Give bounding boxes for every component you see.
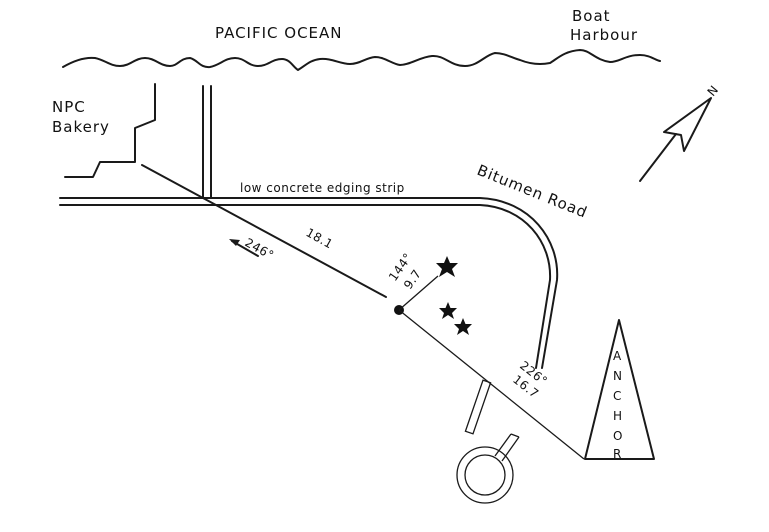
bearing-arrow [229,239,259,257]
svg-text:R: R [613,447,622,461]
svg-text:O: O [613,429,623,443]
survey-line-tree [398,275,439,311]
bakery-label-line2: Bakery [52,118,110,136]
anchor-marker [584,319,655,460]
survey-line-anchor [398,309,585,460]
tree-icon [454,318,472,335]
north-label: N [705,83,722,99]
svg-text:C: C [613,389,622,403]
coastline [62,49,661,71]
bench-icon [464,379,492,435]
bakery-label-line1: NPC [52,98,86,116]
bakery-outline [64,83,156,178]
tree-icon [436,256,458,277]
anchor-label: A N C H O R [613,349,623,461]
ring-icon [456,433,520,504]
survey-line-main [141,164,387,298]
ocean-label: PACIFIC OCEAN [215,24,343,42]
road-edge-inner [59,204,552,369]
road-edge-outer [59,197,559,369]
harbour-label-line2: Harbour [570,26,638,44]
tree-icon [439,302,457,319]
svg-text:N: N [613,369,622,383]
harbour-label-line1: Boat [572,7,611,25]
svg-text:H: H [613,409,623,423]
bearing-main-label: 246° [243,235,277,262]
distance-main-label: 18.1 [304,225,336,251]
north-arrow-icon: N [639,83,722,182]
edging-strip-label: low concrete edging strip [240,181,405,195]
road-label: Bitumen Road [475,161,591,222]
svg-text:A: A [613,349,622,363]
